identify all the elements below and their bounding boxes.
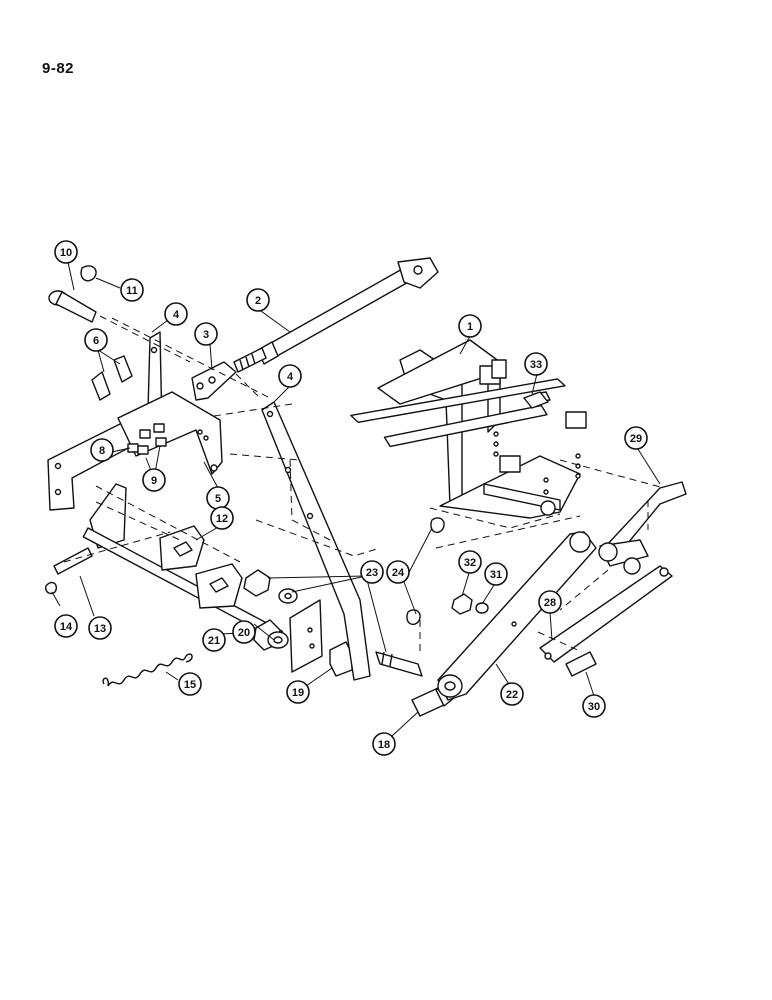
part-nut-23a xyxy=(243,569,271,597)
callout-23: 23 xyxy=(360,560,384,584)
callout-12: 12 xyxy=(210,506,234,530)
part-pin-13 xyxy=(53,547,93,575)
part-washer-31 xyxy=(475,602,489,614)
part-bolt-30 xyxy=(565,651,597,677)
part-lower-arm xyxy=(539,565,673,663)
callout-18: 18 xyxy=(372,732,396,756)
callout-1: 1 xyxy=(458,314,482,338)
callout-32: 32 xyxy=(458,550,482,574)
part-cross-shaft xyxy=(82,483,283,641)
part-clip-33 xyxy=(523,391,549,409)
callout-22: 22 xyxy=(500,682,524,706)
callout-8: 8 xyxy=(90,438,114,462)
callout-4-left: 4 xyxy=(164,302,188,326)
part-top-link xyxy=(233,257,439,373)
callout-6: 6 xyxy=(84,328,108,352)
svg-text:9: 9 xyxy=(151,475,157,487)
svg-text:18: 18 xyxy=(378,739,390,751)
part-cotter-14 xyxy=(45,581,58,595)
callout-24: 24 xyxy=(386,560,410,584)
svg-text:21: 21 xyxy=(208,635,220,647)
svg-text:32: 32 xyxy=(464,557,476,569)
svg-text:12: 12 xyxy=(216,513,228,525)
part-mount-bracket xyxy=(117,391,223,475)
part-lower-bracket xyxy=(289,599,323,673)
part-main-frame xyxy=(350,339,587,519)
part-pin xyxy=(48,290,97,323)
part-spring xyxy=(102,653,193,687)
svg-text:14: 14 xyxy=(60,621,73,633)
svg-text:13: 13 xyxy=(94,623,106,635)
dashed-leaders xyxy=(63,315,665,656)
part-clip-24b xyxy=(406,609,421,626)
callout-19: 19 xyxy=(286,680,310,704)
callout-5: 5 xyxy=(206,486,230,510)
part-clip xyxy=(80,265,97,282)
callout-20: 20 xyxy=(232,620,256,644)
svg-text:19: 19 xyxy=(292,687,304,699)
callout-31: 31 xyxy=(484,562,508,586)
callout-9: 9 xyxy=(142,468,166,492)
svg-text:33: 33 xyxy=(530,359,542,371)
callout-30: 30 xyxy=(582,694,606,718)
parts xyxy=(45,257,687,717)
part-side-plate-left xyxy=(47,331,163,511)
callout-28: 28 xyxy=(538,590,562,614)
svg-text:3: 3 xyxy=(203,329,209,341)
svg-text:4: 4 xyxy=(287,371,294,383)
svg-text:20: 20 xyxy=(238,627,250,639)
page-number: 9-82 xyxy=(42,60,75,77)
svg-text:4: 4 xyxy=(173,309,180,321)
part-nut-32 xyxy=(451,593,473,615)
svg-text:10: 10 xyxy=(60,247,72,259)
callout-11: 11 xyxy=(120,278,144,302)
callout-14: 14 xyxy=(54,614,78,638)
callout-13: 13 xyxy=(88,616,112,640)
part-upper-arm xyxy=(598,481,687,575)
part-bolts-6 xyxy=(91,355,133,401)
part-stud-23 xyxy=(375,651,423,677)
part-clevis-end xyxy=(191,361,237,401)
callout-33: 33 xyxy=(524,352,548,376)
part-nuts-8-9 xyxy=(127,423,167,455)
svg-text:30: 30 xyxy=(588,701,600,713)
callouts: 1 2 3 4 4 5 6 8 9 10 11 12 13 14 15 18 1… xyxy=(54,240,648,756)
callout-10: 10 xyxy=(54,240,78,264)
part-clip-24a xyxy=(430,517,445,534)
svg-text:31: 31 xyxy=(490,569,502,581)
svg-text:6: 6 xyxy=(93,335,99,347)
svg-text:15: 15 xyxy=(184,679,196,691)
callout-2: 2 xyxy=(246,288,270,312)
callout-3: 3 xyxy=(194,322,218,346)
part-washer-20 xyxy=(267,631,289,649)
svg-text:5: 5 xyxy=(215,493,221,505)
callout-4-center: 4 xyxy=(278,364,302,388)
part-lower-link xyxy=(437,531,597,701)
svg-text:1: 1 xyxy=(467,321,473,333)
svg-text:24: 24 xyxy=(392,567,405,579)
svg-text:11: 11 xyxy=(126,285,138,297)
svg-text:28: 28 xyxy=(544,597,556,609)
svg-text:8: 8 xyxy=(99,445,105,457)
callout-21: 21 xyxy=(202,628,226,652)
callout-29: 29 xyxy=(624,426,648,450)
part-washer-23b xyxy=(278,588,298,604)
svg-text:2: 2 xyxy=(255,295,261,307)
svg-text:23: 23 xyxy=(366,567,378,579)
svg-text:22: 22 xyxy=(506,689,518,701)
svg-text:29: 29 xyxy=(630,433,642,445)
callout-15: 15 xyxy=(178,672,202,696)
